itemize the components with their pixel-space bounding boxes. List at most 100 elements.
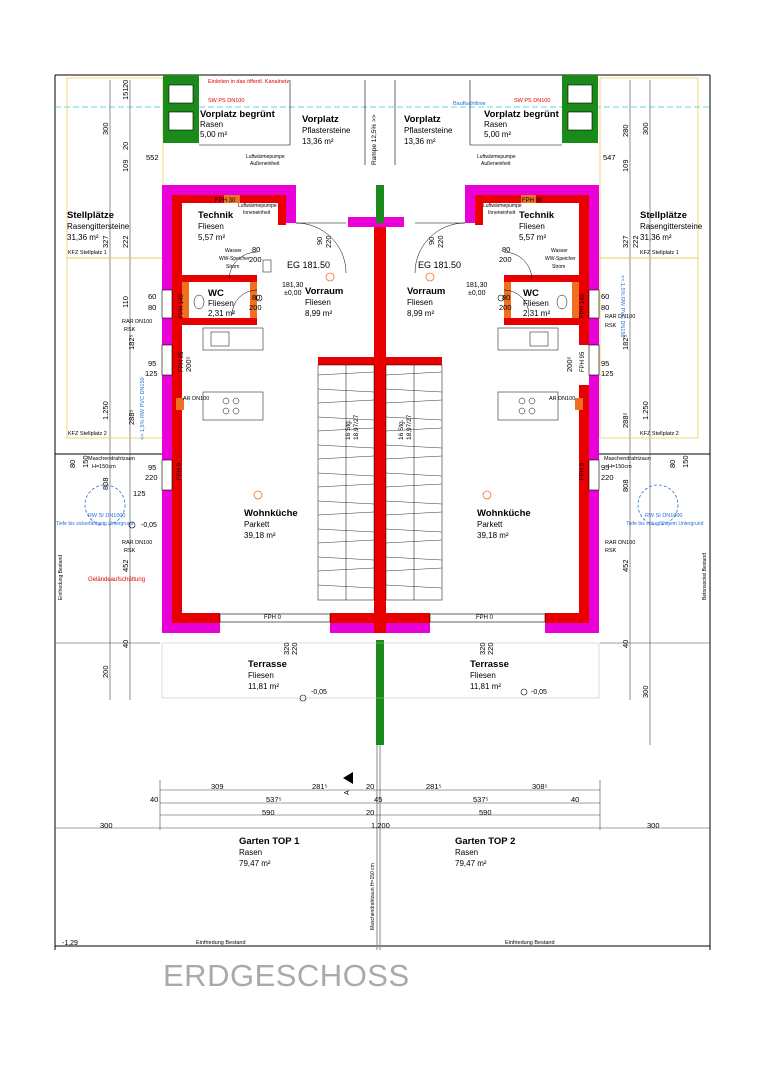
stair-step bbox=[385, 584, 443, 589]
dim: 200⁵ bbox=[565, 356, 574, 372]
kfz1-l: KFZ Stellplatz 1 bbox=[68, 250, 107, 256]
room-name: Vorraum bbox=[407, 286, 445, 297]
windows bbox=[161, 289, 600, 623]
drawing-title: ERDGESCHOSS bbox=[163, 958, 410, 993]
dim: 327 bbox=[101, 235, 110, 248]
dim: 182⁵ bbox=[127, 334, 136, 350]
dim-row2: 40 bbox=[150, 795, 158, 804]
rar-l: RAR DN100 bbox=[122, 319, 152, 325]
room-mat: Fliesen bbox=[208, 299, 234, 308]
stair-step bbox=[317, 416, 375, 421]
dim: 220 bbox=[486, 642, 495, 655]
room-mat: Rasen bbox=[200, 120, 223, 129]
room-area: 5,00 m² bbox=[484, 130, 511, 139]
doors bbox=[228, 222, 533, 316]
stair-step bbox=[317, 455, 375, 460]
masch-mid-vertical: Maschendrahtzaun H=150 cm bbox=[370, 863, 376, 930]
stair-step bbox=[317, 556, 375, 561]
stair-step bbox=[385, 444, 443, 449]
dim: 60 bbox=[601, 292, 609, 301]
dim-row1: 281⁵ bbox=[312, 782, 328, 791]
room-area: 8,99 m² bbox=[305, 309, 332, 318]
rsk-l2: RSK bbox=[124, 548, 136, 554]
dim: 200 bbox=[499, 255, 512, 264]
dim: 808 bbox=[621, 479, 630, 492]
room-name: Vorplatz begrünt bbox=[200, 109, 276, 120]
mash-l: H=150cm bbox=[92, 464, 116, 470]
stair-step bbox=[385, 483, 443, 488]
lvl-terr-l: -0,05 bbox=[311, 689, 327, 696]
stair-step bbox=[317, 427, 375, 432]
stair-step bbox=[317, 500, 375, 505]
swps-r: SW PS DN100 bbox=[514, 98, 550, 104]
room-area: 39,18 m² bbox=[477, 531, 509, 540]
stair-r2: 18,97/27 bbox=[406, 414, 413, 440]
kfz1-r: KFZ Stellplatz 1 bbox=[640, 250, 679, 256]
dim: 90 bbox=[315, 237, 324, 245]
dim: 110 bbox=[121, 296, 130, 308]
dimension-lines bbox=[55, 80, 710, 830]
annotations: EG 181.50 EG 181.50 181,30 ±0,00 181,30 … bbox=[56, 79, 708, 947]
dim-row1: 308⁵ bbox=[532, 782, 548, 791]
lvl-terr-r: -0,05 bbox=[531, 689, 547, 696]
fph0-side-r: FPH 0 bbox=[580, 462, 586, 480]
dim-row2: 40 bbox=[571, 795, 579, 804]
walls-red bbox=[172, 195, 589, 633]
dim-row1: 20 bbox=[366, 782, 374, 791]
dim: 95 bbox=[148, 359, 156, 368]
fph0-side-l: FPH 0 bbox=[177, 462, 183, 480]
room-name: Terrasse bbox=[248, 659, 287, 670]
rw-pvc-l: << 1,5% RW PVC DN150 bbox=[140, 377, 146, 440]
dim: 280 bbox=[621, 124, 630, 137]
room-mat: Fliesen bbox=[248, 671, 274, 680]
room-area: 2,31 m² bbox=[523, 309, 550, 318]
room-mat: Rasen bbox=[455, 848, 478, 857]
strom-r: Strom bbox=[552, 264, 565, 270]
stair-l: 16 Stg. bbox=[345, 419, 352, 440]
rw-si-l: RW SI DN1000 bbox=[88, 513, 126, 519]
room-name: Garten TOP 2 bbox=[455, 836, 515, 847]
stair-step bbox=[385, 500, 443, 505]
stair-l2: 18,97/27 bbox=[353, 414, 360, 440]
level-markers bbox=[128, 294, 528, 702]
room-area: 5,57 m² bbox=[198, 233, 225, 242]
stair-step bbox=[317, 511, 375, 516]
dim-row3: 20 bbox=[366, 808, 374, 817]
dim: 151 bbox=[121, 87, 130, 100]
dim: 182⁵ bbox=[621, 334, 630, 350]
ar-r: AR DN100 bbox=[549, 396, 575, 402]
party-wall-green bbox=[376, 185, 384, 223]
stair-r: 16 Stg. bbox=[398, 419, 405, 440]
dim: 40 bbox=[121, 640, 130, 648]
rw-pvc-r: << 1,5% RW PVC DN150 bbox=[619, 275, 625, 338]
room-area: 13,36 m² bbox=[404, 137, 436, 146]
einfr-bottom-l: Einfriedung Bestand bbox=[196, 940, 246, 946]
dim: 547 bbox=[603, 153, 616, 162]
dim: 200 bbox=[101, 665, 110, 678]
dim: 80 bbox=[252, 293, 260, 302]
room-area: 39,18 m² bbox=[244, 531, 276, 540]
stair-step bbox=[385, 416, 443, 421]
bauflucht-label: Baufluchtlinie bbox=[453, 101, 486, 107]
dim: 320 bbox=[282, 642, 291, 655]
stair-step bbox=[385, 427, 443, 432]
room-name: Stellplätze bbox=[640, 210, 687, 221]
rsk-r: RSK bbox=[605, 323, 617, 329]
dim: 220 bbox=[290, 642, 299, 655]
einfr-left-vertical: Einfriedung Bestand bbox=[58, 555, 64, 600]
vorplatz-lines bbox=[199, 80, 562, 165]
room-mat: Pflastersteine bbox=[404, 126, 453, 135]
section-label: A bbox=[344, 790, 351, 795]
room-area: 31,36 m² bbox=[640, 233, 672, 242]
dim-row4: 300 bbox=[647, 821, 660, 830]
dim: 200 bbox=[499, 303, 512, 312]
room-name: Stellplätze bbox=[67, 210, 114, 221]
room-name: Terrasse bbox=[470, 659, 509, 670]
dim: 327 bbox=[621, 235, 630, 248]
wasser-r: Wasser bbox=[551, 248, 568, 254]
room-area: 2,31 m² bbox=[208, 309, 235, 318]
dim: 95 bbox=[601, 463, 609, 472]
rsk-l: RSK bbox=[124, 327, 136, 333]
stair-step bbox=[385, 528, 443, 533]
